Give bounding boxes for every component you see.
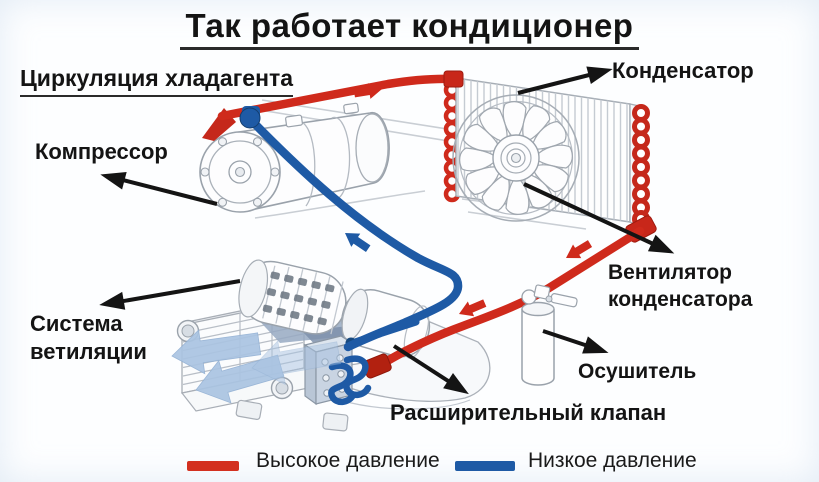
condenser-inlet-fitting [443,70,464,88]
suction-line [246,115,463,352]
condenser-coils-right [632,104,650,228]
arrow-to-ventilation-label [104,295,123,310]
flow-arrow-low-1 [340,226,373,256]
label-ventilation-system: Система ветиляции [30,310,147,366]
condenser-illustration [443,70,657,243]
label-dryer: Осушитель [578,360,697,383]
compressor-suction-fitting [239,107,261,129]
label-condenser-fan: Вентилятор конденсатора [608,260,752,313]
heading-refrigerant-circulation: Циркуляция хладагента [20,64,294,98]
arrow-to-fan-label [648,236,674,259]
label-arrows [102,62,674,399]
label-ventilation-line1: Система [30,311,123,336]
legend-high-pressure-label: Высокое давление [256,449,440,472]
arrow-to-dryer-label [582,337,607,359]
blower-motor [238,259,347,335]
dryer-illustration [521,284,578,386]
label-expansion-valve: Расширительный клапан [390,400,667,425]
label-condenser-fan-line1: Вентилятор [608,261,732,284]
legend-low-pressure-swatch [455,461,515,471]
pipe-low-pressure [239,106,463,406]
legend-low-pressure-label: Низкое давление [528,449,697,472]
legend-high-pressure-swatch [187,461,239,471]
compressor-bolts [200,137,280,207]
page-title: Так работает кондиционер [179,7,640,50]
label-compressor: Компрессор [35,139,168,164]
label-ventilation-line2: ветиляции [30,338,147,364]
valve-coil [328,362,357,406]
label-condenser: Конденсатор [612,58,754,83]
valve-coil [343,355,372,399]
label-condenser-fan-line2: конденсатора [608,287,753,311]
title-wrap: Так работает кондиционер [0,7,819,50]
arrow-to-compressor-label [102,168,127,189]
condenser-fan-illustration [452,94,580,222]
arrow-to-condenser-label [586,62,611,83]
